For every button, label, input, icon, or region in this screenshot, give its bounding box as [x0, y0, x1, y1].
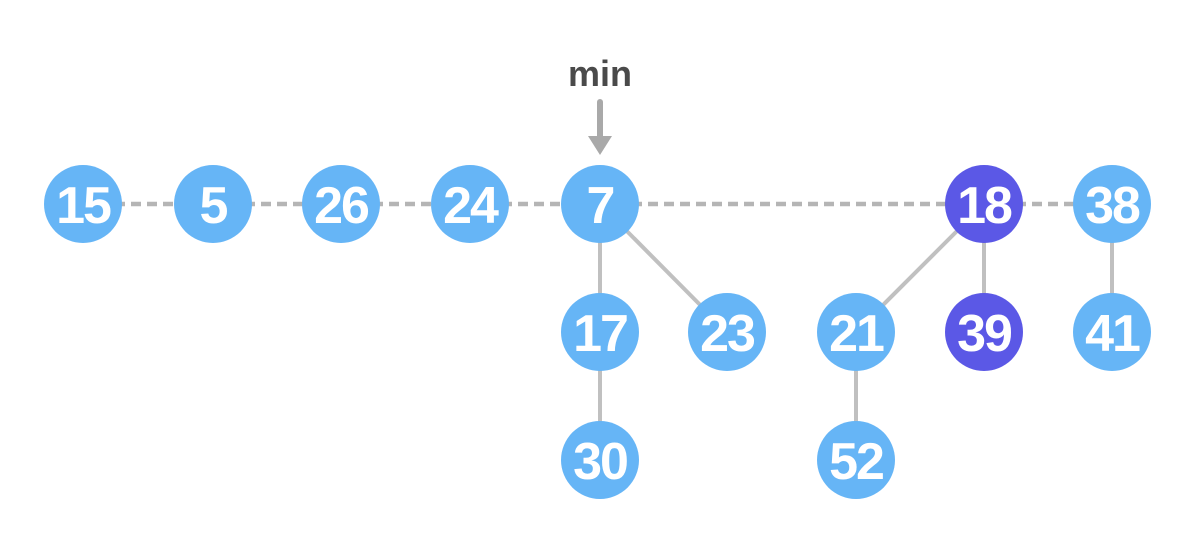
heap-node-24: 24: [431, 165, 509, 243]
min-arrow-head-icon: [588, 136, 612, 155]
heap-node-value: 15: [56, 177, 111, 235]
heap-node-circle: [688, 293, 766, 371]
heap-node-circle: [817, 421, 895, 499]
heap-node-5: 5: [174, 165, 252, 243]
heap-node-41: 41: [1073, 293, 1151, 371]
heap-node-17: 17: [561, 293, 639, 371]
heap-node-circle-highlight: [945, 293, 1023, 371]
heap-node-15: 15: [44, 165, 122, 243]
heap-node-23: 23: [688, 293, 766, 371]
heap-node-circle: [174, 165, 252, 243]
heap-node-value: 26: [314, 177, 369, 235]
heap-node-value: 18: [957, 177, 1012, 235]
heap-node-value: 24: [443, 177, 499, 235]
heap-node-39: 39: [945, 293, 1023, 371]
heap-node-circle: [1073, 165, 1151, 243]
heap-node-circle: [561, 165, 639, 243]
heap-node-value: 41: [1085, 305, 1140, 363]
heap-node-value: 38: [1085, 177, 1140, 235]
heap-node-value: 21: [829, 305, 884, 363]
nodes-layer: 15 5 26 24 7 18 38 17 23 21 39 41 30 52: [44, 165, 1151, 499]
heap-node-value: 7: [587, 177, 614, 235]
heap-node-value: 5: [200, 177, 228, 235]
heap-node-30: 30: [561, 421, 639, 499]
heap-node-circle: [1073, 293, 1151, 371]
heap-node-circle: [561, 421, 639, 499]
heap-node-7: 7: [561, 165, 639, 243]
heap-node-21: 21: [817, 293, 895, 371]
heap-node-circle: [44, 165, 122, 243]
heap-node-value: 23: [700, 305, 755, 363]
heap-node-value: 52: [829, 433, 883, 491]
heap-node-circle: [431, 165, 509, 243]
heap-node-value: 39: [957, 305, 1011, 363]
heap-node-circle: [561, 293, 639, 371]
heap-node-52: 52: [817, 421, 895, 499]
heap-node-circle-highlight: [945, 165, 1023, 243]
heap-node-18: 18: [945, 165, 1023, 243]
heap-node-38: 38: [1073, 165, 1151, 243]
heap-node-circle: [302, 165, 380, 243]
heap-node-26: 26: [302, 165, 380, 243]
heap-node-value: 17: [573, 305, 627, 363]
heap-node-value: 30: [573, 433, 627, 491]
heap-node-circle: [817, 293, 895, 371]
min-label: min: [568, 53, 632, 94]
min-pointer: min: [568, 53, 632, 155]
